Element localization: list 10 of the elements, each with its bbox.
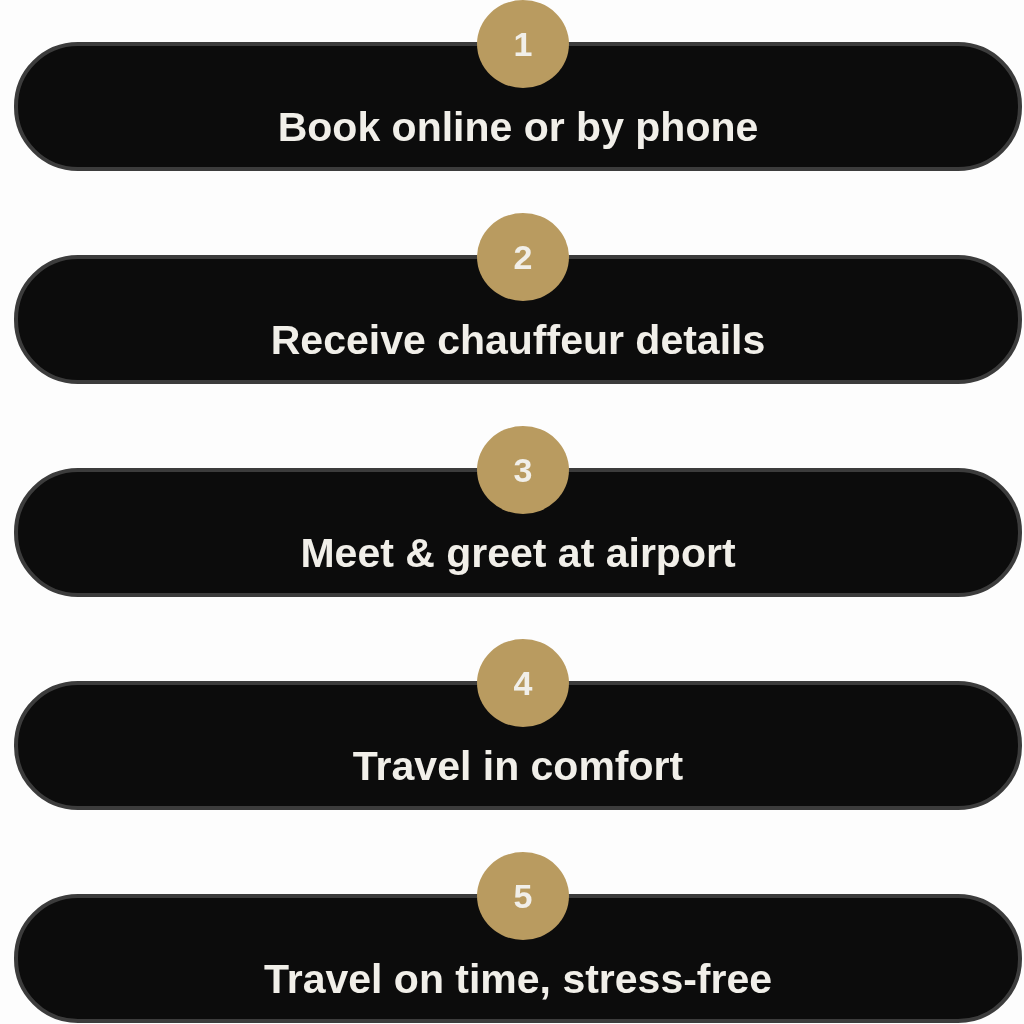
step-number: 2 [477, 213, 569, 301]
step-text: Receive chauffeur details [270, 316, 766, 364]
step-text: Book online or by phone [277, 103, 759, 151]
step-text: Travel in comfort [352, 742, 684, 790]
step-number: 3 [477, 426, 569, 514]
step-number: 1 [477, 0, 569, 88]
step-number: 4 [477, 639, 569, 727]
step-text: Meet & greet at airport [300, 529, 736, 577]
step-number: 5 [477, 852, 569, 940]
step-text: Travel on time, stress-free [263, 955, 773, 1003]
